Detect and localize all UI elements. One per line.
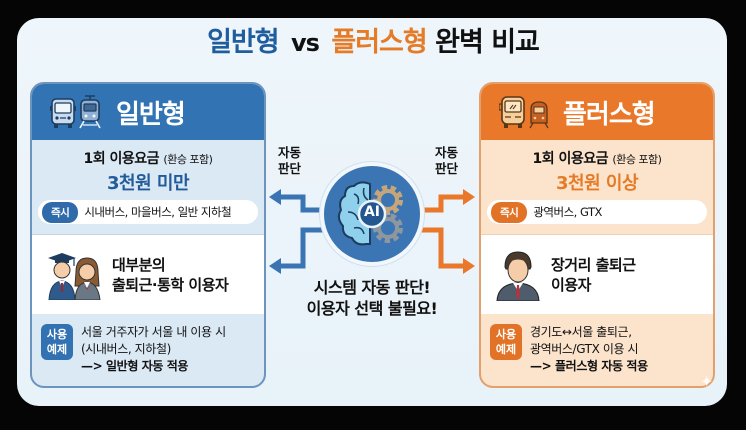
general-panel-title: 일반형	[116, 99, 186, 130]
title-plus: 플러스형	[331, 27, 427, 58]
ai-label: AI	[363, 204, 381, 220]
users-line1: 대부분의	[112, 255, 166, 274]
users-line2: 이용자	[551, 275, 591, 294]
ai-brain-circle: AI	[320, 162, 424, 266]
ai-brain-gear-icon	[337, 181, 403, 246]
example-line2: (시내버스, 지하철)	[81, 342, 171, 356]
ai-decision-center: 자동 판단 자동 판단 AI 시스템 자동 판단!	[265, 140, 479, 330]
plus-users: 장거리 출퇴근 이용자	[481, 234, 713, 314]
example-result: —> 일반형 자동 적용	[81, 359, 189, 373]
example-badge: 사용 예제	[490, 324, 522, 360]
general-panel-header: 일반형	[32, 84, 264, 140]
fare-label: 1회 이용요금	[532, 151, 609, 167]
bus-icon	[50, 98, 76, 128]
fare-note: (환승 포함)	[612, 153, 662, 166]
fare-label: 1회 이용요금	[83, 151, 160, 167]
sparkle-icon: ✦	[700, 372, 714, 391]
users-line1: 장거리 출퇴근	[551, 255, 636, 274]
auto-decide-right-label: 자동 판단	[435, 145, 459, 176]
example-result: —> 플러스형 자동 적용	[530, 359, 648, 373]
fare-value: 3천원 이상	[555, 173, 639, 194]
plus-transit-row: 즉시 광역버스, GTX	[487, 200, 707, 224]
arrows-connector	[269, 189, 475, 274]
plus-type-panel: 플러스형 1회 이용요금 (환승 포함) 3천원 이상 즉시 광역버스, GTX…	[479, 82, 715, 388]
plus-panel-header: 플러스형	[481, 84, 713, 140]
students-icon	[48, 252, 101, 300]
users-line2: 출퇴근·통학 이용자	[112, 275, 229, 294]
fare-note: (환승 포함)	[163, 153, 213, 166]
plus-example: 사용 예제 경기도↔서울 출퇴근, 광역버스/GTX 이용 시 —> 플러스형 …	[481, 314, 713, 375]
coach-bus-icon	[499, 96, 525, 128]
immediate-badge: 즉시	[42, 201, 79, 223]
transit-list: 광역버스, GTX	[533, 205, 602, 219]
plus-panel-title: 플러스형	[563, 99, 656, 130]
general-type-panel: 일반형 1회 이용요금 (환승 포함) 3천원 미만 즉시 시내버스, 마을버스…	[30, 82, 266, 388]
general-users: 대부분의 출퇴근·통학 이용자	[32, 234, 264, 314]
transit-list: 시내버스, 마을버스, 일반 지하철	[84, 205, 232, 219]
example-badge: 사용 예제	[41, 324, 73, 360]
example-line1: 경기도↔서울 출퇴근,	[530, 325, 632, 339]
title-vs: vs	[291, 29, 320, 57]
title-general: 일반형	[207, 27, 280, 58]
train-icon	[529, 101, 549, 129]
title-compare: 완벽 비교	[435, 27, 540, 58]
system-auto-message: 시스템 자동 판단! 이용자 선택 불필요!	[306, 278, 438, 318]
fare-value: 3천원 미만	[106, 173, 190, 194]
example-line2: 광역버스/GTX 이용 시	[530, 342, 639, 356]
general-fare: 1회 이용요금 (환승 포함) 3천원 미만	[32, 140, 264, 195]
plus-fare: 1회 이용요금 (환승 포함) 3천원 이상	[481, 140, 713, 195]
example-line1: 서울 거주자가 서울 내 이용 시	[81, 325, 226, 339]
general-transit-row: 즉시 시내버스, 마을버스, 일반 지하철	[38, 200, 258, 224]
immediate-badge: 즉시	[491, 201, 528, 223]
general-example: 사용 예제 서울 거주자가 서울 내 이용 시 (시내버스, 지하철) —> 일…	[32, 314, 264, 375]
page-title: 일반형 vs 플러스형 완벽 비교	[0, 20, 746, 59]
auto-decide-left-label: 자동 판단	[278, 145, 302, 176]
subway-train-icon	[79, 95, 101, 129]
businessman-icon	[496, 250, 540, 301]
